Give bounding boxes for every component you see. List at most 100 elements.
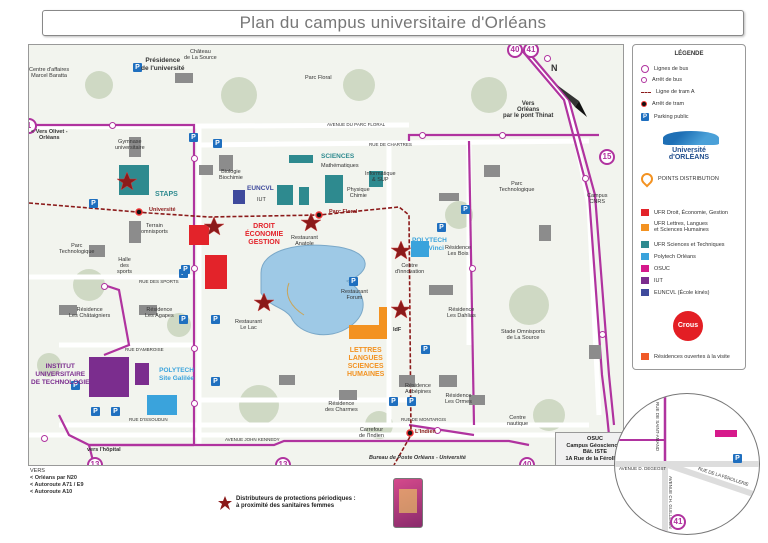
bus-stop[interactable] (191, 265, 198, 272)
tram-line-icon (641, 91, 651, 93)
inset-av-guillemin: AVENUE CH. GUILLEMIN (668, 476, 673, 529)
osuc-line3: 1A Rue de la Férollerie (565, 455, 625, 462)
label-rue-montargis: RUE DE MONTARGIS (401, 417, 447, 422)
north-arrow (557, 85, 587, 117)
parking-icon: P (213, 139, 222, 148)
legend-swatch (641, 289, 649, 296)
parking-icon: P (733, 454, 742, 463)
university-name: Université d'ORLÉANS (633, 147, 745, 161)
tram-stops (135, 208, 414, 437)
legend-item-osuc: OSUC (654, 265, 670, 272)
bus-stop[interactable] (469, 265, 476, 272)
legend-bus-lines: Lignes de bus (654, 66, 689, 72)
bus-line-13-badge[interactable]: 13 (87, 457, 103, 465)
direction-item: < Orléans par N20 (30, 475, 77, 481)
bus-line-15-badge[interactable]: 15 (599, 149, 615, 165)
tram-stop-universite (135, 208, 143, 216)
legend-swatch (641, 265, 649, 272)
parking-icon: P (111, 407, 120, 416)
legend-item-droit: UFR Droit, Économie, Gestion (654, 209, 728, 216)
directions-title: VERS (30, 468, 45, 474)
distribution-stars (116, 171, 412, 319)
inset-av-degeost: AVENUE D. DEGEOST (619, 466, 667, 471)
bus-line-41-badge[interactable]: 41 (670, 514, 686, 530)
bus-stop-icon (641, 77, 647, 83)
parking-icon: P (461, 205, 470, 214)
legend-residences: Résidences ouvertes à la visite (654, 353, 730, 360)
parking-icon: P (211, 315, 220, 324)
inset-rue-saint-amand: RUE DE SAINT-AMAND (655, 402, 660, 452)
bus-stop[interactable] (544, 55, 551, 62)
label-iut-small: IUT (257, 197, 266, 203)
bus-line-13-badge[interactable]: 13 (275, 457, 291, 465)
legend-points: POINTS DISTRIBUTION (658, 176, 719, 182)
parking-icon: P (349, 277, 358, 286)
map-title: Plan du campus universitaire d'Orléans (42, 10, 744, 36)
legend-item-polytech: Polytech Orléans (654, 253, 696, 260)
map-graphics (29, 45, 616, 465)
star-droit (203, 216, 225, 236)
osuc-line1: Campus Géosciences (566, 442, 624, 449)
bus-stop[interactable] (599, 331, 606, 338)
bus-stop[interactable] (109, 122, 116, 129)
label-informatique: Informatique& SUP (365, 171, 396, 183)
bus-stop[interactable] (434, 427, 441, 434)
university-name-line2: d'ORLÉANS (668, 154, 710, 161)
inset-map[interactable]: RUE DE SAINT-AMAND RUE DE LA FÉROLLERIE … (614, 393, 760, 535)
bus-stop[interactable] (499, 132, 506, 139)
lake (260, 244, 366, 336)
label-tram-lindien: L'Indien (415, 429, 436, 435)
label-rue-chartres: RUE DE CHARTRES (369, 142, 412, 147)
star-lac (253, 292, 275, 312)
bus-stop[interactable] (191, 400, 198, 407)
direction-item: < Autoroute A10 (30, 489, 73, 495)
star-polytech (390, 240, 412, 260)
legend-panel: LÉGENDE Lignes de bus Arrêt de bus Ligne… (632, 44, 746, 370)
tram-stop-lindien (406, 429, 414, 437)
bus-line-40-badge[interactable]: 40 (507, 45, 523, 58)
campus-map[interactable]: 1 40 41 15 13 13 40 P P P P P P P P P P … (28, 44, 624, 466)
bus-line-41-badge[interactable]: 41 (523, 45, 539, 58)
legend-tram-stop: Arrêt de tram (652, 101, 685, 107)
label-euncvl: EUNCVL (247, 185, 274, 192)
bus-stop[interactable] (191, 345, 198, 352)
bus-stop[interactable] (582, 175, 589, 182)
legend-swatch (641, 253, 649, 260)
legend-swatch (641, 241, 649, 248)
star-lettres (390, 299, 412, 319)
label-rue-ambroise: RUE D'AMBROISE (125, 347, 164, 352)
legend-item-iut: IUT (654, 277, 663, 284)
osuc-line2: Bât. ISTE (582, 449, 608, 455)
label-tram-parc-floral: Parc Floral (329, 209, 358, 215)
parking-icon: P (641, 113, 649, 121)
bus-stop[interactable] (101, 283, 108, 290)
legend-swatch (641, 223, 649, 231)
label-rue-sports: RUE DES SPORTS (139, 279, 179, 284)
legend-item-sciences: UFR Sciences et Techniques (654, 241, 725, 248)
north-label: N (551, 63, 558, 73)
tram-stop-parc-floral (315, 211, 323, 219)
bus-stop[interactable] (419, 132, 426, 139)
label-idf: IdF (393, 327, 402, 333)
bus-stop[interactable] (191, 155, 198, 162)
direction-item: < Autoroute A71 / E9 (30, 482, 84, 488)
bus-stop[interactable] (41, 435, 48, 442)
bus-line-40-badge[interactable]: 40 (519, 457, 535, 465)
